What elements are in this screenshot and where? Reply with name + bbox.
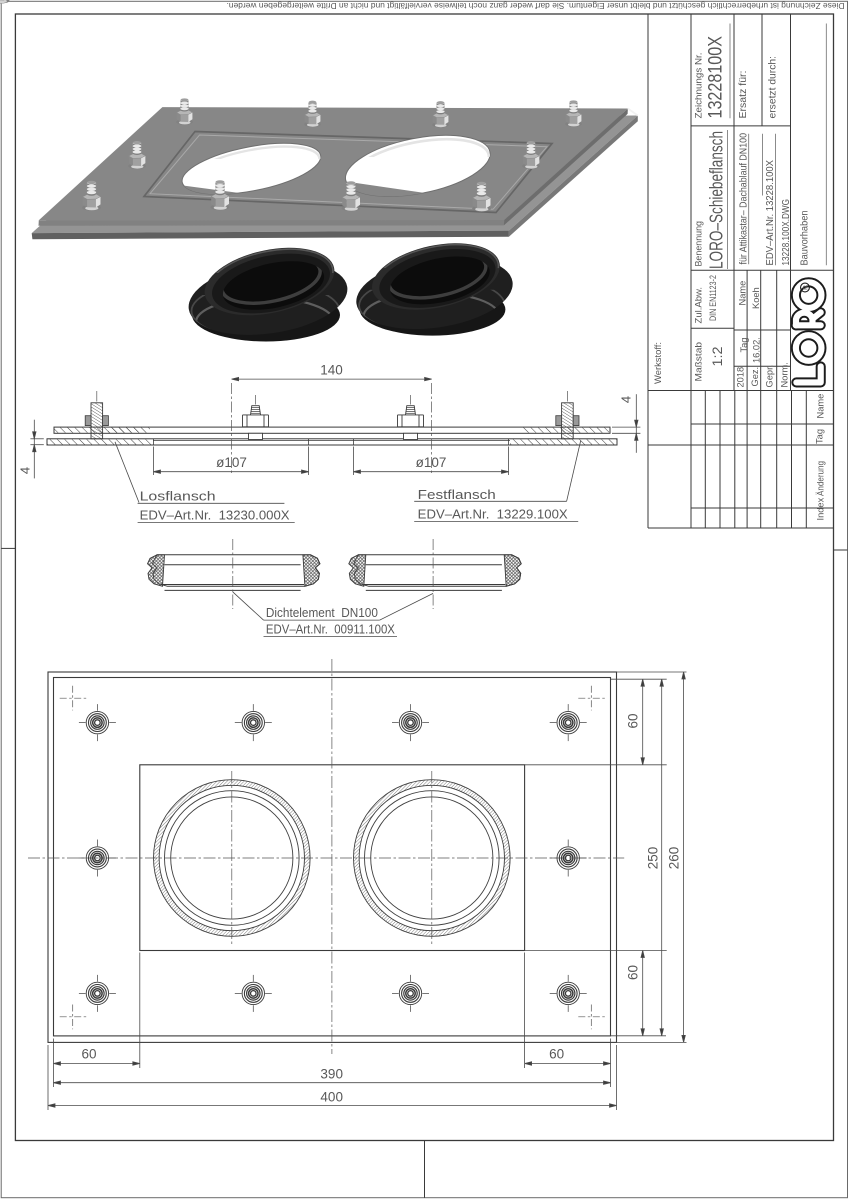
svg-text:Maßstab: Maßstab bbox=[694, 342, 705, 382]
svg-text:EDV–Art.Nr. 13229.100X: EDV–Art.Nr. 13229.100X bbox=[418, 506, 568, 521]
svg-text:60: 60 bbox=[81, 1047, 96, 1062]
svg-text:Werkstoff:: Werkstoff: bbox=[653, 342, 664, 384]
svg-text:ø107: ø107 bbox=[216, 455, 247, 470]
svg-text:13228.100X.DWG: 13228.100X.DWG bbox=[780, 199, 792, 266]
svg-text:R: R bbox=[803, 285, 810, 290]
svg-text:Bauvorhaben: Bauvorhaben bbox=[799, 210, 811, 265]
svg-text:Gepr.: Gepr. bbox=[765, 365, 775, 388]
svg-text:400: 400 bbox=[320, 1089, 343, 1104]
svg-text:Zul.Abw.: Zul.Abw. bbox=[694, 287, 704, 324]
svg-text:EDV–Art.Nr. 13230.000X: EDV–Art.Nr. 13230.000X bbox=[140, 508, 290, 523]
svg-text:13228100X: 13228100X bbox=[706, 36, 727, 119]
svg-text:Ersatz für:: Ersatz für: bbox=[738, 71, 749, 119]
svg-text:60: 60 bbox=[549, 1047, 564, 1062]
svg-text:1:2: 1:2 bbox=[709, 346, 725, 366]
svg-text:60: 60 bbox=[626, 965, 641, 980]
svg-text:140: 140 bbox=[320, 363, 343, 378]
svg-text:Name: Name bbox=[738, 281, 748, 306]
svg-text:260: 260 bbox=[667, 847, 682, 870]
svg-text:Name: Name bbox=[816, 394, 826, 419]
svg-text:ersetzt durch:: ersetzt durch: bbox=[768, 56, 779, 119]
svg-text:Benennung: Benennung bbox=[694, 221, 705, 267]
svg-text:Dichtelement DN100: Dichtelement DN100 bbox=[266, 605, 378, 620]
svg-text:250: 250 bbox=[646, 847, 661, 870]
svg-text:EDV–Art.Nr. 00911.100X: EDV–Art.Nr. 00911.100X bbox=[266, 621, 395, 636]
svg-text:16.02.: 16.02. bbox=[752, 337, 762, 363]
svg-text:Diese Zeichnung ist urheberrec: Diese Zeichnung ist urheberrechtlich ges… bbox=[227, 1, 845, 11]
svg-text:Zeichnungs Nr.: Zeichnungs Nr. bbox=[694, 53, 705, 119]
svg-text:EDV–Art.Nr. 13228.100X: EDV–Art.Nr. 13228.100X bbox=[764, 160, 776, 266]
svg-text:390: 390 bbox=[320, 1067, 343, 1082]
svg-text:2018: 2018 bbox=[736, 367, 746, 388]
svg-text:4: 4 bbox=[619, 396, 634, 403]
svg-text:Index: Index bbox=[816, 497, 826, 520]
svg-text:LORO–Schiebeflansch: LORO–Schiebeflansch bbox=[706, 131, 727, 269]
svg-text:Festflansch: Festflansch bbox=[418, 487, 496, 502]
svg-text:Tag: Tag bbox=[739, 338, 749, 353]
svg-text:DIN EN1123-2: DIN EN1123-2 bbox=[708, 275, 718, 321]
svg-text:Koeh: Koeh bbox=[751, 287, 761, 309]
svg-text:Gez.: Gez. bbox=[750, 367, 760, 387]
svg-text:Losflansch: Losflansch bbox=[140, 488, 216, 503]
svg-text:für Attikastar– Dachablauf DN1: für Attikastar– Dachablauf DN100 bbox=[739, 133, 750, 265]
svg-text:Änderung: Änderung bbox=[816, 461, 826, 496]
svg-text:4: 4 bbox=[18, 467, 33, 474]
svg-text:Tag: Tag bbox=[815, 429, 825, 444]
svg-text:Norm.: Norm. bbox=[780, 362, 790, 387]
svg-text:60: 60 bbox=[626, 713, 641, 728]
svg-text:ø107: ø107 bbox=[416, 455, 447, 470]
